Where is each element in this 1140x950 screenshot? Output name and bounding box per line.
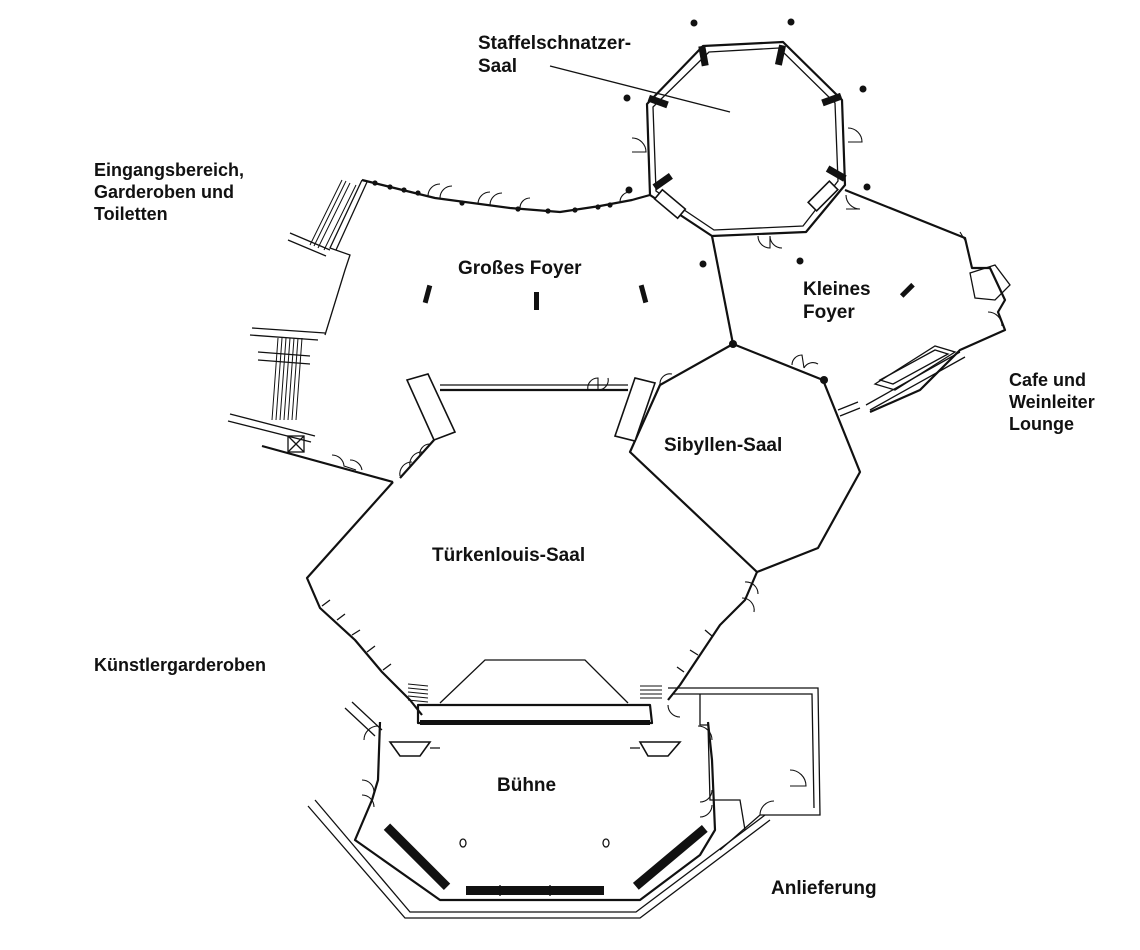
label-staffelschnatzer-line2: Saal (478, 56, 518, 77)
label-cafe-line1: Cafe und (1009, 370, 1087, 390)
tuerkenlouis-saal-walls (305, 373, 759, 716)
label-staffelschnatzer-saal: Staffelschnatzer- Saal (478, 32, 631, 78)
anlieferung-annex (667, 687, 821, 851)
label-sibyllen-saal: Sibyllen-Saal (664, 435, 783, 456)
entrance-stairs (227, 179, 394, 484)
label-eingang-line2: Garderoben und (94, 182, 235, 202)
kleines-foyer-walls (837, 188, 1011, 417)
label-kleines-foyer-line2: Foyer (803, 302, 855, 323)
label-anlieferung: Anlieferung (771, 878, 877, 899)
sibyllen-saal-walls (613, 342, 862, 574)
leader-line-staffelschnatzer (549, 65, 731, 113)
label-eingangsbereich: Eingangsbereich, Garderoben und Toilette… (94, 159, 244, 225)
label-cafe-line2: Weinleiter (1009, 392, 1095, 412)
label-cafe-line3: Lounge (1009, 414, 1074, 434)
label-eingang-line3: Toiletten (94, 204, 168, 224)
label-kleines-foyer: Kleines Foyer (803, 278, 871, 324)
label-buehne: Bühne (497, 775, 557, 796)
label-tuerkenlouis-saal: Türkenlouis-Saal (432, 545, 586, 566)
staffelschnatzer-saal-walls (623, 18, 871, 249)
label-eingang-line1: Eingangsbereich, (94, 160, 245, 180)
label-cafe-lounge: Cafe und Weinleiter Lounge (1009, 369, 1095, 435)
label-grosses-foyer: Großes Foyer (458, 258, 582, 279)
label-staffelschnatzer-line1: Staffelschnatzer- (478, 33, 632, 54)
label-kleines-foyer-line1: Kleines (803, 279, 871, 300)
label-kuenstlergarderoben: Künstlergarderoben (94, 655, 267, 675)
buehne-walls (307, 701, 771, 919)
grosses-foyer-walls (361, 178, 915, 392)
